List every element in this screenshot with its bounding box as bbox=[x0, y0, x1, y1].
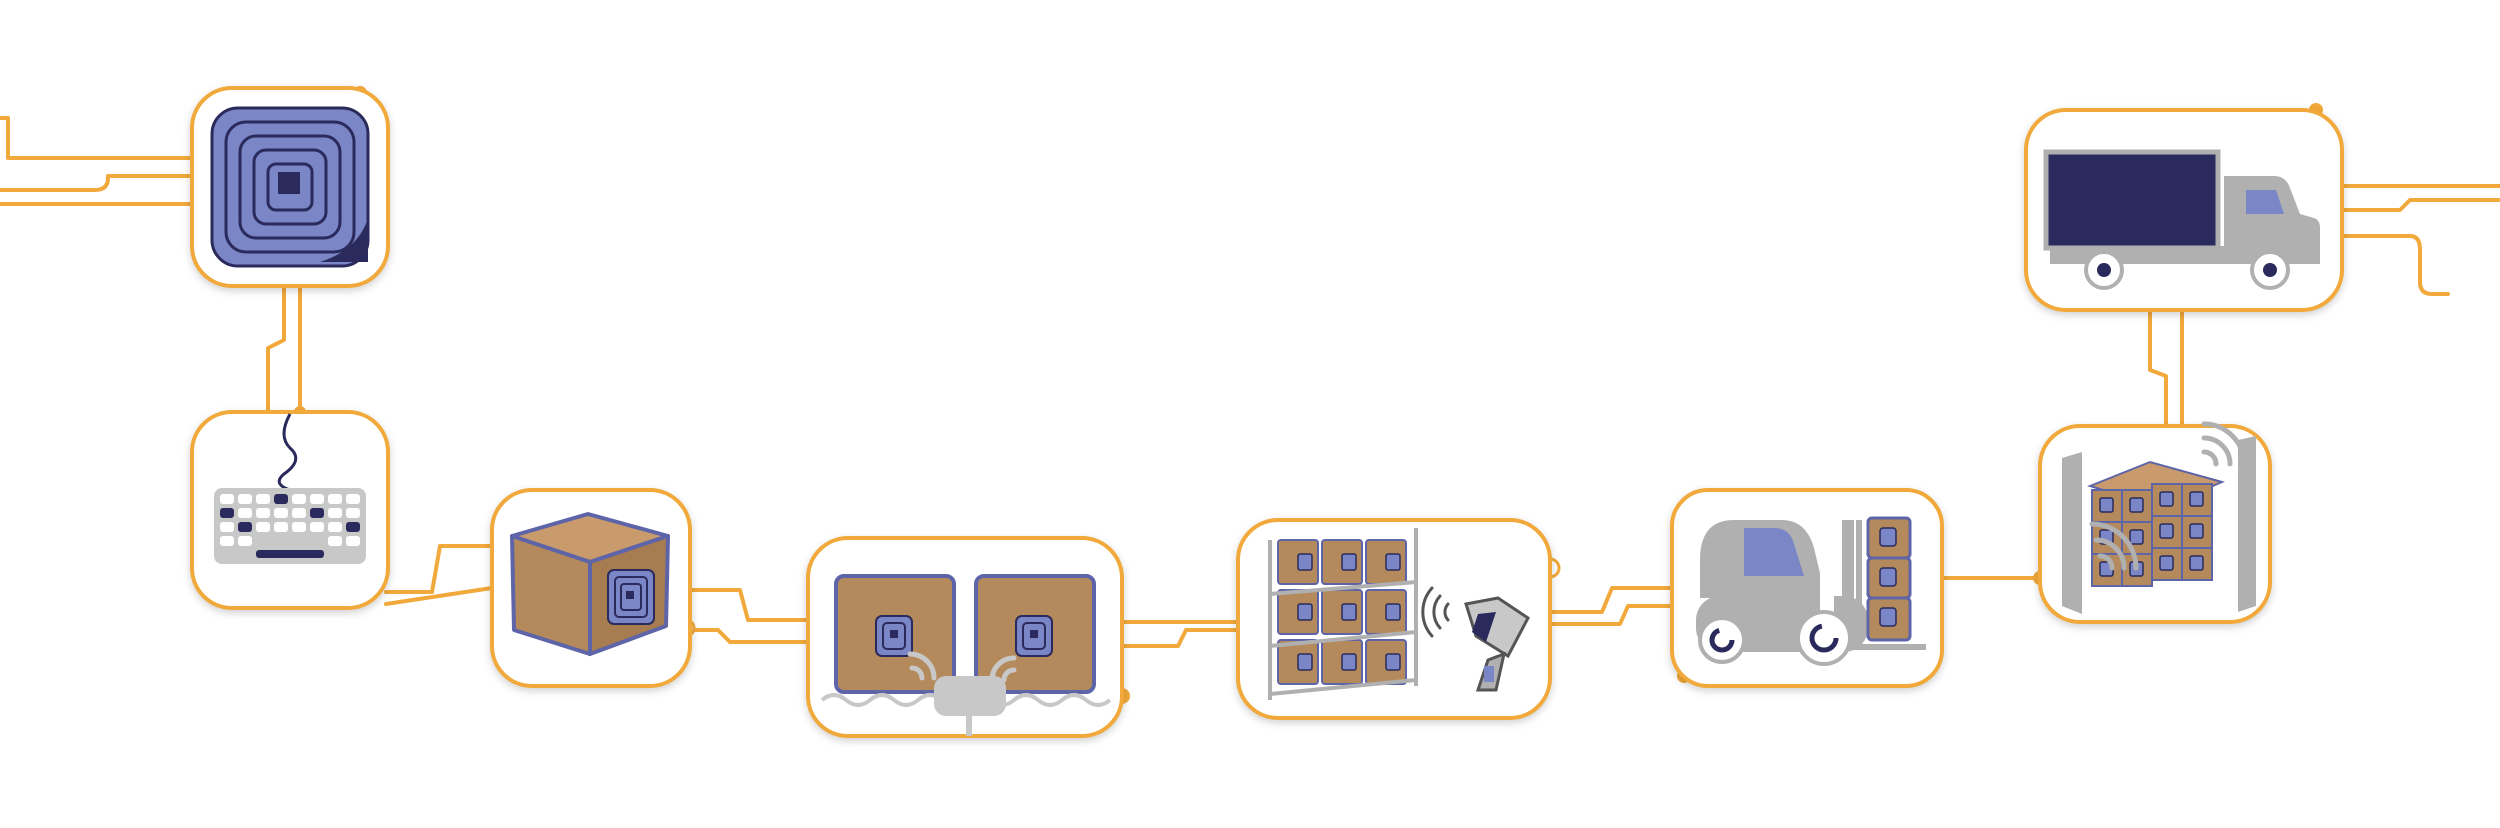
step-dock-portal bbox=[2038, 421, 2272, 624]
keyboard-key bbox=[220, 494, 234, 504]
keyboard-key bbox=[238, 522, 252, 532]
handheld-scanner-icon bbox=[1421, 586, 1530, 692]
keyboard-key bbox=[220, 508, 234, 518]
tagged-box-icon bbox=[510, 512, 670, 656]
forklift-wheel bbox=[1796, 610, 1852, 666]
keyboard-key bbox=[292, 494, 306, 504]
package-tag-icon bbox=[875, 615, 913, 657]
keyboard-key bbox=[310, 494, 324, 504]
forklift-wheel bbox=[1698, 616, 1746, 664]
keyboard-key bbox=[346, 522, 360, 532]
keyboard-key bbox=[328, 522, 342, 532]
keyboard-key bbox=[274, 522, 288, 532]
keyboard-key bbox=[274, 494, 288, 504]
keyboard-key bbox=[310, 522, 324, 532]
step-tagged-box bbox=[490, 488, 692, 688]
shelf-rack bbox=[1268, 528, 1418, 700]
warehouse-shelf-scanner-icon bbox=[1268, 528, 1530, 700]
conveyor-reader-icon bbox=[820, 574, 1112, 736]
keyboard-key bbox=[220, 522, 234, 532]
reader-antenna bbox=[934, 676, 1006, 716]
keyboard-key bbox=[328, 536, 342, 546]
step-forklift bbox=[1670, 488, 1944, 688]
connector-right-out-2 bbox=[2340, 198, 2500, 212]
forklift-icon bbox=[1696, 516, 1926, 666]
step-conveyor-scan bbox=[806, 536, 1124, 738]
wireless-signal-icon bbox=[2089, 421, 2247, 571]
keyboard-key bbox=[346, 536, 360, 546]
keyboard-key bbox=[220, 536, 234, 546]
connector-left-in-2 bbox=[0, 174, 194, 192]
keyboard-key bbox=[328, 508, 342, 518]
package-tag-icon bbox=[1015, 615, 1053, 657]
connector-warehouse-forklift-2 bbox=[1548, 604, 1674, 626]
connector-portal-truck-1 bbox=[2148, 308, 2168, 428]
keyboard-key bbox=[292, 522, 306, 532]
keyboard-key bbox=[256, 508, 270, 518]
keyboard-key bbox=[310, 508, 324, 518]
step-truck bbox=[2024, 108, 2344, 312]
shelf-boxes bbox=[1277, 539, 1407, 685]
forklift-load bbox=[1866, 516, 1912, 642]
delivery-truck-icon bbox=[2043, 149, 2320, 290]
keyboard-icon bbox=[214, 413, 366, 564]
connector-tag-keyboard bbox=[266, 284, 286, 414]
keyboard-key bbox=[328, 494, 342, 504]
keyboard-keys bbox=[220, 494, 360, 546]
connector-box-conveyor-1 bbox=[688, 588, 810, 622]
rfid-tag-icon bbox=[210, 106, 370, 268]
step-keyboard bbox=[190, 410, 390, 610]
connector-keyboard-box-1 bbox=[384, 544, 494, 594]
step-warehouse-shelf bbox=[1236, 518, 1552, 720]
keyboard-key bbox=[346, 508, 360, 518]
connector-right-out-3 bbox=[2340, 234, 2450, 296]
keyboard-key bbox=[346, 494, 360, 504]
connector-lines bbox=[0, 116, 2500, 648]
rfid-portal-icon bbox=[2062, 421, 2256, 614]
connector-warehouse-forklift-1 bbox=[1548, 586, 1674, 614]
pallet-boxes bbox=[2086, 460, 2225, 587]
keyboard-key bbox=[292, 508, 306, 518]
connector-keyboard-box-2 bbox=[384, 586, 494, 606]
box-rfid-label-icon bbox=[607, 569, 655, 625]
keyboard-key bbox=[238, 536, 252, 546]
connector-conveyor-warehouse-2 bbox=[1120, 628, 1240, 648]
keyboard-key bbox=[238, 508, 252, 518]
step-rfid-tag bbox=[190, 86, 390, 288]
connector-left-in-1 bbox=[0, 116, 194, 160]
keyboard-key bbox=[274, 508, 288, 518]
connector-box-conveyor-2 bbox=[688, 628, 810, 644]
keyboard-key bbox=[238, 494, 252, 504]
keyboard-key bbox=[256, 522, 270, 532]
keyboard-key bbox=[256, 494, 270, 504]
